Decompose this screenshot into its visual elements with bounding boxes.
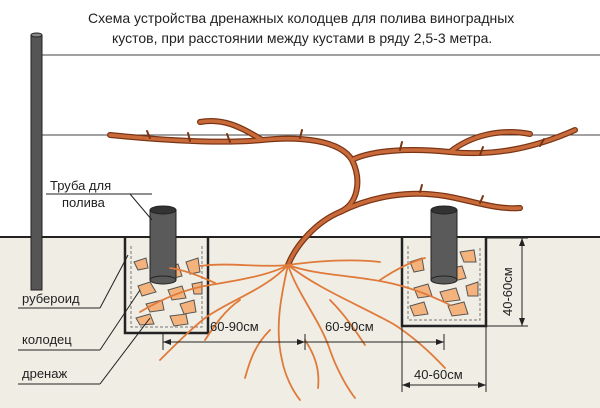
- left-pipe: [149, 205, 177, 285]
- stone: [465, 281, 479, 297]
- right-pipe: [430, 205, 458, 285]
- stone: [409, 301, 429, 317]
- left-gap-label: 60-90см: [210, 319, 259, 334]
- well-depth-label: 40-60см: [500, 267, 515, 316]
- trellis-post: [30, 34, 43, 291]
- title-line1: Схема устройства дренажных колодцев для …: [88, 10, 514, 26]
- vine-roots: [139, 257, 451, 401]
- stone: [185, 257, 201, 275]
- ruberoid-label: рубероид: [22, 291, 80, 306]
- dimension-right-gap: [305, 334, 445, 350]
- stone: [135, 313, 155, 326]
- drainage-label: дренаж: [22, 366, 67, 381]
- pipe-leader-end: [129, 193, 153, 221]
- title-line2: кустов, при расстоянии между кустами в р…: [112, 30, 492, 46]
- soil-area: [0, 237, 600, 408]
- stone: [459, 249, 477, 263]
- ruberoid-leader-end: [99, 254, 129, 309]
- right-gap-label: 60-90см: [325, 319, 374, 334]
- dimension-well-width: [401, 326, 487, 392]
- dimension-well-depth: [486, 237, 528, 327]
- left-well-stones: [133, 257, 203, 327]
- stone: [439, 287, 461, 303]
- trellis-post-top: [30, 32, 43, 38]
- right-well-ruberoid: [400, 238, 488, 328]
- stone: [169, 313, 189, 327]
- drainage-leader-end: [99, 317, 151, 385]
- stone: [133, 257, 149, 271]
- pipe-label-line2: полива: [62, 195, 106, 210]
- well-width-label: 40-60см: [414, 367, 463, 382]
- stone: [145, 299, 165, 313]
- pipe-label-line1: Труба для: [50, 178, 111, 193]
- stone: [137, 281, 157, 297]
- well-leader-end: [99, 289, 141, 351]
- grape-vine: [107, 118, 578, 268]
- right-well-inner: [407, 246, 481, 321]
- stone: [447, 301, 469, 317]
- stone: [179, 299, 197, 315]
- well-label: колодец: [22, 332, 72, 347]
